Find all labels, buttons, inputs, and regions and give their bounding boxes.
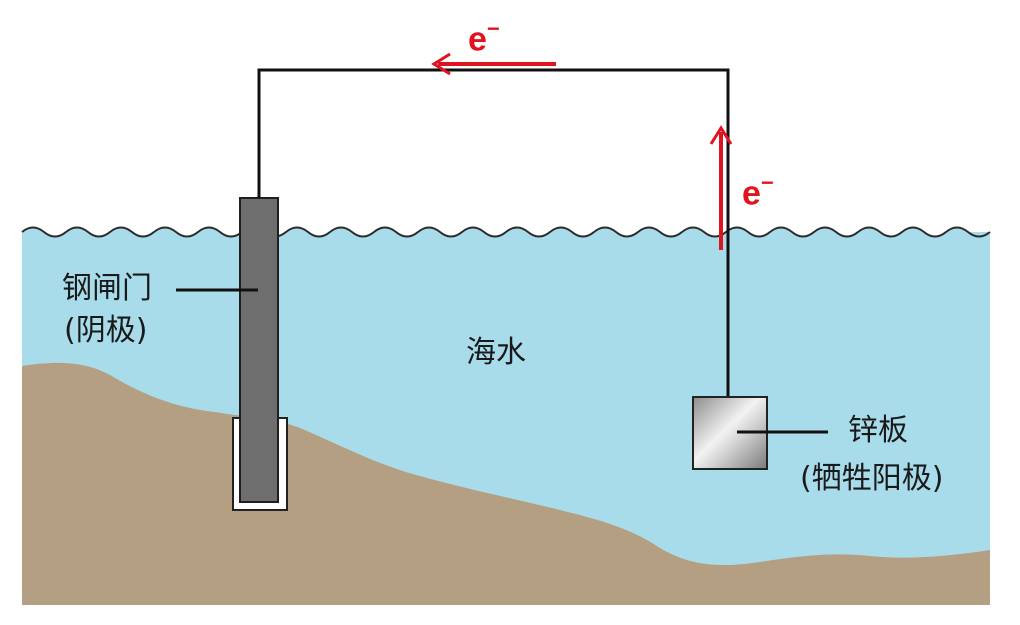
electron-label-right: e−	[742, 170, 774, 213]
zinc-role-label: (牺牲阳极)	[800, 461, 944, 496]
steel-gate	[239, 197, 279, 503]
gate-role-label: (阴极)	[64, 313, 148, 348]
connecting-wire	[257, 68, 730, 398]
electron-arrow-vertical	[709, 125, 733, 250]
electron-label-top: e−	[468, 16, 500, 59]
electron-arrow-horizontal	[431, 52, 556, 76]
gate-name-label: 钢闸门	[62, 271, 152, 306]
seawater-label: 海水	[466, 335, 526, 370]
zinc-name-label: 锌板	[848, 413, 908, 448]
water-surface-line	[21, 226, 991, 238]
